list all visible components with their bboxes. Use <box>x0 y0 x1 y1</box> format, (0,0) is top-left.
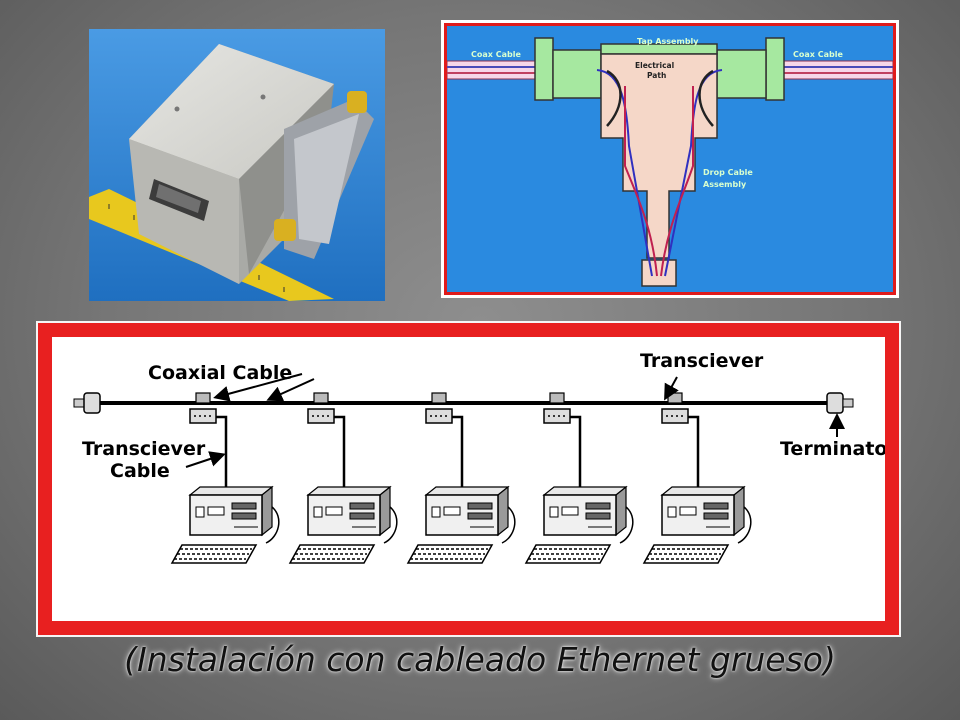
transceiver-cable-3 <box>452 415 464 497</box>
transceiver-cable-4 <box>570 415 582 497</box>
workstation-2 <box>288 392 398 564</box>
keyboard-4 <box>524 544 612 564</box>
caption: (Instalación con cableado Ethernet grues… <box>124 640 836 679</box>
computer-1 <box>188 485 280 544</box>
coax-arrow-2 <box>213 373 303 402</box>
terminator-label: Terminator <box>780 438 885 460</box>
computer-4 <box>542 485 634 544</box>
electrical-path-label-line1: Electrical <box>635 61 674 70</box>
transciever-cable-label-line1: Transciever <box>82 438 206 460</box>
transceiver-1 <box>189 392 217 424</box>
transciever-cable-arrow <box>185 451 226 468</box>
transceiver-photo-art <box>89 29 385 301</box>
computer-3 <box>424 485 516 544</box>
keyboard-2 <box>288 544 376 564</box>
workstation-4 <box>524 392 634 564</box>
tap-assembly-diagram: Tap Assembly Coax Cable Coax Cable Elect… <box>441 20 899 298</box>
keyboard-3 <box>406 544 494 564</box>
lan-diagram-svg: Coaxial Cable Transciever Transciever Ca… <box>73 350 885 564</box>
transciever-arrow <box>664 376 679 401</box>
transceiver-4 <box>543 392 571 424</box>
drop-cable-label-line1: Drop Cable <box>703 168 753 177</box>
keyboard-1 <box>170 544 258 564</box>
coax-cable-left-label: Coax Cable <box>471 50 521 59</box>
n-connector <box>347 91 367 113</box>
tap-assembly-svg: Tap Assembly Coax Cable Coax Cable Elect… <box>447 37 893 287</box>
tap-assembly-label: Tap Assembly <box>637 37 699 46</box>
transceiver-cable-5 <box>688 415 700 497</box>
transceiver-cable-2 <box>334 415 346 497</box>
workstation-5 <box>642 392 752 564</box>
coaxial-cable-label: Coaxial Cable <box>148 362 292 384</box>
workstation-1 <box>170 392 280 564</box>
computer-5 <box>660 485 752 544</box>
coax-arrow-1 <box>266 378 315 402</box>
transceiver-5 <box>661 392 689 424</box>
transceiver-cable-1 <box>216 415 228 497</box>
drop-cable-label-line2: Assembly <box>703 180 747 189</box>
transceiver-photo <box>89 29 385 301</box>
transciever-cable-label-line2: Cable <box>110 460 170 482</box>
coax-cable-right-label: Coax Cable <box>793 50 843 59</box>
computer-2 <box>306 485 398 544</box>
left-connector <box>73 392 101 414</box>
transceiver-2 <box>307 392 335 424</box>
lan-diagram: Coaxial Cable Transciever Transciever Ca… <box>36 321 901 637</box>
tap-clamp <box>534 37 785 101</box>
transciever-label: Transciever <box>640 350 764 372</box>
terminator <box>826 392 854 414</box>
workstation-3 <box>406 392 516 564</box>
keyboard-5 <box>642 544 730 564</box>
transceiver-3 <box>425 392 453 424</box>
electrical-path-label-line2: Path <box>647 71 666 80</box>
electrical-path <box>596 69 723 277</box>
